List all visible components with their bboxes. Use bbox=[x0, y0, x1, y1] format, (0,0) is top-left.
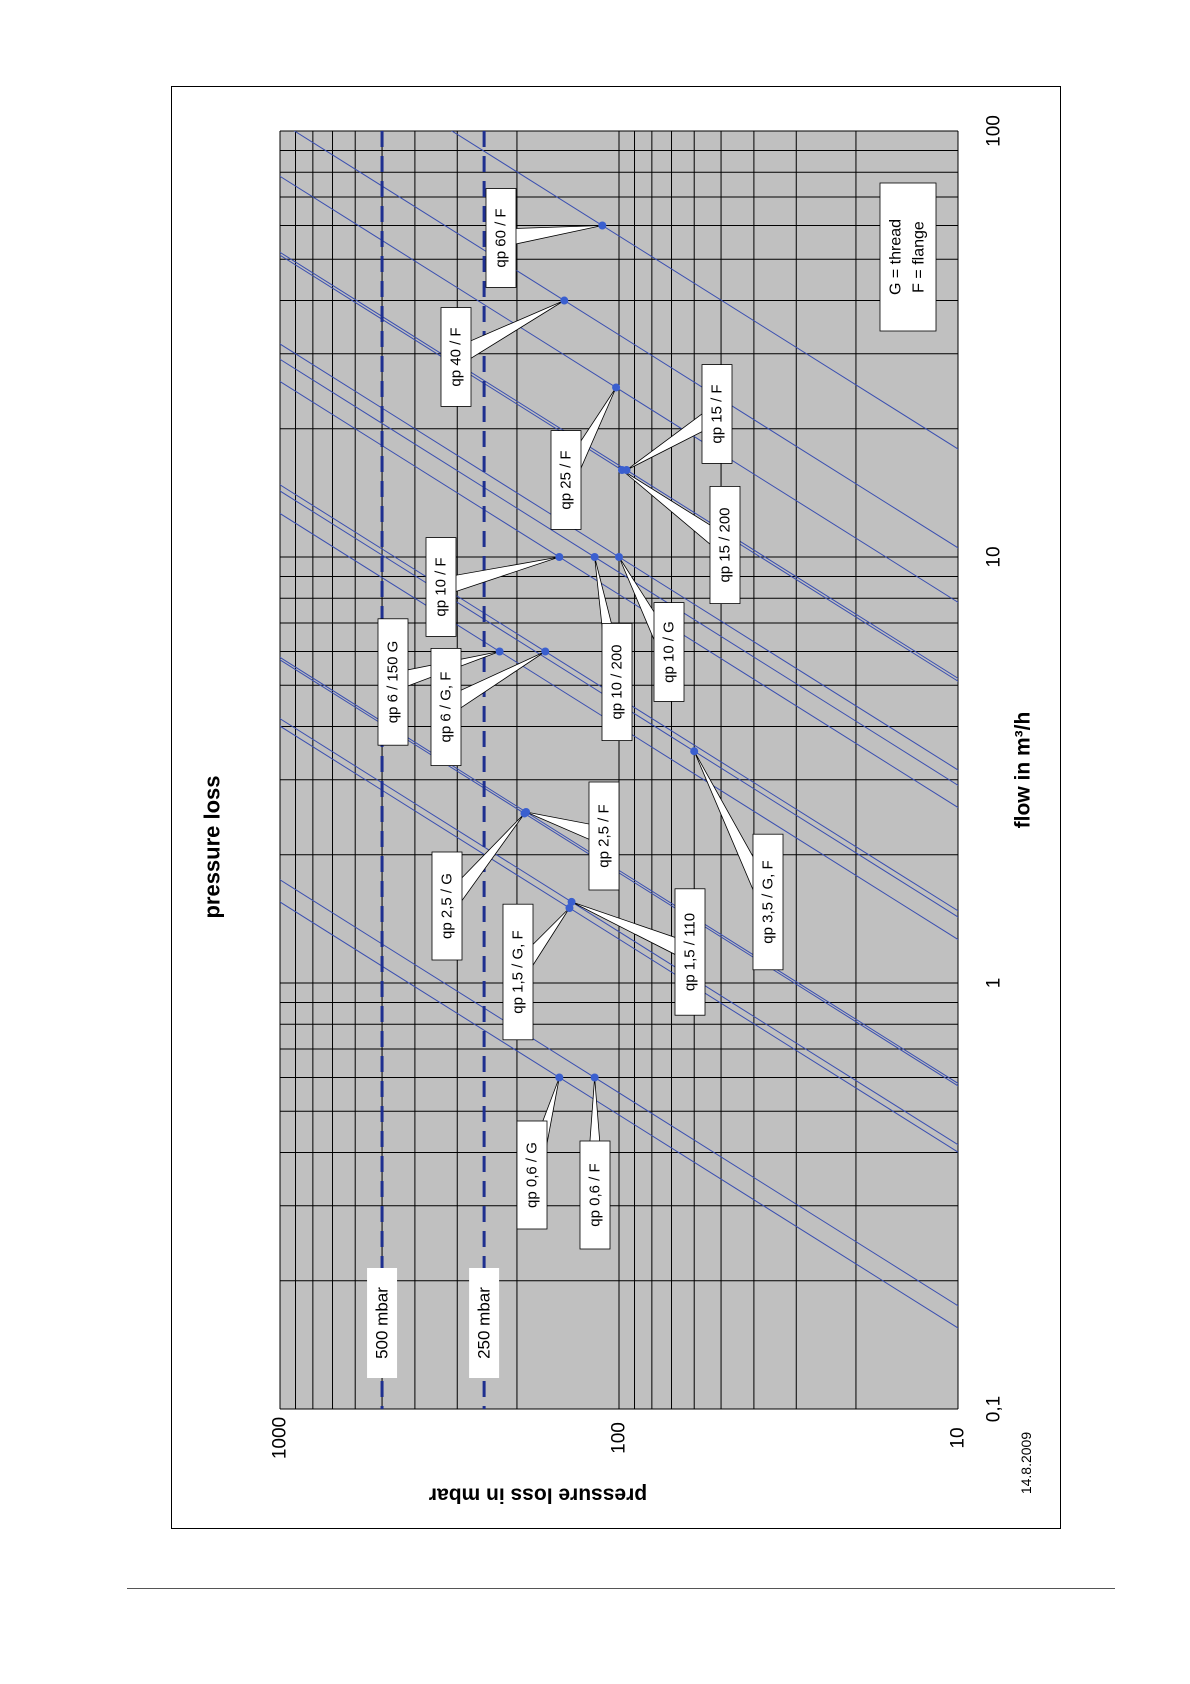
series-line-4 bbox=[280, 659, 958, 1087]
series-line-16 bbox=[450, 131, 958, 450]
series-line-2 bbox=[280, 725, 958, 1153]
series-line-12 bbox=[280, 254, 958, 682]
pressure-tick-label: 10 bbox=[948, 1427, 969, 1448]
date-stamp: 14.8.2009 bbox=[1018, 1432, 1034, 1494]
threshold-label-box bbox=[367, 1268, 398, 1378]
series-line-9 bbox=[280, 380, 958, 809]
pressure-tick-label: 100 bbox=[609, 1422, 630, 1454]
data-point bbox=[590, 1073, 599, 1082]
callout-box bbox=[588, 781, 620, 891]
callout-box bbox=[502, 903, 534, 1041]
series-line-1 bbox=[280, 879, 958, 1307]
threshold-label: 250 mbar bbox=[475, 1287, 494, 1359]
series-label: qp 40 / F bbox=[448, 327, 465, 386]
data-point bbox=[612, 383, 621, 392]
legend-line: G = thread bbox=[888, 219, 905, 295]
y-axis-title: pressure loss in mbar bbox=[429, 1484, 647, 1507]
series-label: qp 0,6 / F bbox=[587, 1163, 604, 1226]
legend-note bbox=[879, 182, 937, 332]
callout-box bbox=[516, 1120, 548, 1230]
callout-box bbox=[550, 430, 582, 530]
data-point bbox=[565, 903, 574, 912]
flow-tick-label: 10 bbox=[984, 546, 1005, 567]
data-point bbox=[690, 747, 699, 756]
series-label: qp 2,5 / G bbox=[439, 873, 456, 939]
data-point bbox=[495, 647, 504, 656]
callouts bbox=[377, 188, 784, 1250]
series-line-0 bbox=[280, 901, 958, 1329]
callout-box bbox=[701, 364, 733, 464]
callout-box bbox=[430, 648, 462, 767]
legend-box bbox=[879, 182, 937, 332]
chart-frame bbox=[171, 86, 1061, 1529]
series-line-13 bbox=[280, 251, 958, 679]
flow-tick-label: 0,1 bbox=[984, 1396, 1005, 1422]
series-label: qp 60 / F bbox=[493, 208, 510, 267]
chart-title: pressure loss bbox=[200, 775, 225, 918]
series-label: qp 10 / G bbox=[661, 621, 678, 683]
callout-box bbox=[440, 307, 472, 407]
series-line-14 bbox=[280, 175, 958, 603]
callout-box bbox=[485, 188, 517, 288]
data-point bbox=[622, 466, 631, 475]
data-point bbox=[560, 296, 569, 305]
callout-box bbox=[752, 833, 784, 971]
series-label: qp 10 / 200 bbox=[609, 644, 626, 719]
callout-box bbox=[601, 623, 633, 742]
data-point bbox=[555, 553, 564, 561]
series-label: qp 1,5 / 110 bbox=[682, 913, 699, 991]
callout-box bbox=[653, 602, 685, 702]
series-label: qp 2,5 / F bbox=[596, 804, 613, 867]
callout-box bbox=[377, 618, 409, 746]
series-line-8 bbox=[280, 484, 958, 912]
data-point bbox=[522, 808, 531, 817]
series-label: qp 6 / 150 G bbox=[385, 641, 402, 724]
series-label: qp 6 / G, F bbox=[438, 672, 455, 743]
legend-line: F = flange bbox=[911, 221, 928, 293]
flow-tick-label: 100 bbox=[984, 115, 1005, 147]
data-point bbox=[590, 553, 599, 561]
callout-box bbox=[431, 851, 463, 961]
series-line-6 bbox=[280, 490, 958, 918]
series-label: qp 1,5 / G, F bbox=[510, 930, 527, 1013]
pressure-tick-label: 1000 bbox=[270, 1417, 291, 1459]
series-line-5 bbox=[280, 656, 958, 1084]
series-label: qp 0,6 / G bbox=[524, 1142, 541, 1208]
flow-tick-label: 1 bbox=[984, 978, 1005, 989]
series-line-10 bbox=[280, 358, 958, 786]
data-point bbox=[598, 221, 607, 230]
callout-box bbox=[674, 888, 706, 1016]
series-label: qp 25 / F bbox=[558, 450, 575, 509]
x-axis-title: flow in m³/h bbox=[1012, 712, 1035, 829]
data-point bbox=[555, 1073, 564, 1082]
data-point bbox=[567, 897, 576, 906]
data-point bbox=[615, 553, 623, 561]
threshold-label-box bbox=[469, 1268, 500, 1378]
threshold-label: 500 mbar bbox=[373, 1287, 392, 1359]
callout-box bbox=[425, 537, 457, 637]
series-line-3 bbox=[280, 718, 958, 1146]
callout-box bbox=[579, 1140, 611, 1250]
data-point bbox=[541, 647, 550, 656]
callout-box bbox=[709, 485, 741, 604]
series-label: qp 3,5 / G, F bbox=[760, 860, 777, 943]
series-label: qp 15 / F bbox=[709, 384, 726, 443]
series-label: qp 15 / 200 bbox=[717, 507, 734, 582]
page-divider bbox=[127, 1588, 1115, 1589]
series-label: qp 10 / F bbox=[433, 557, 450, 616]
series-line-7 bbox=[280, 512, 958, 941]
